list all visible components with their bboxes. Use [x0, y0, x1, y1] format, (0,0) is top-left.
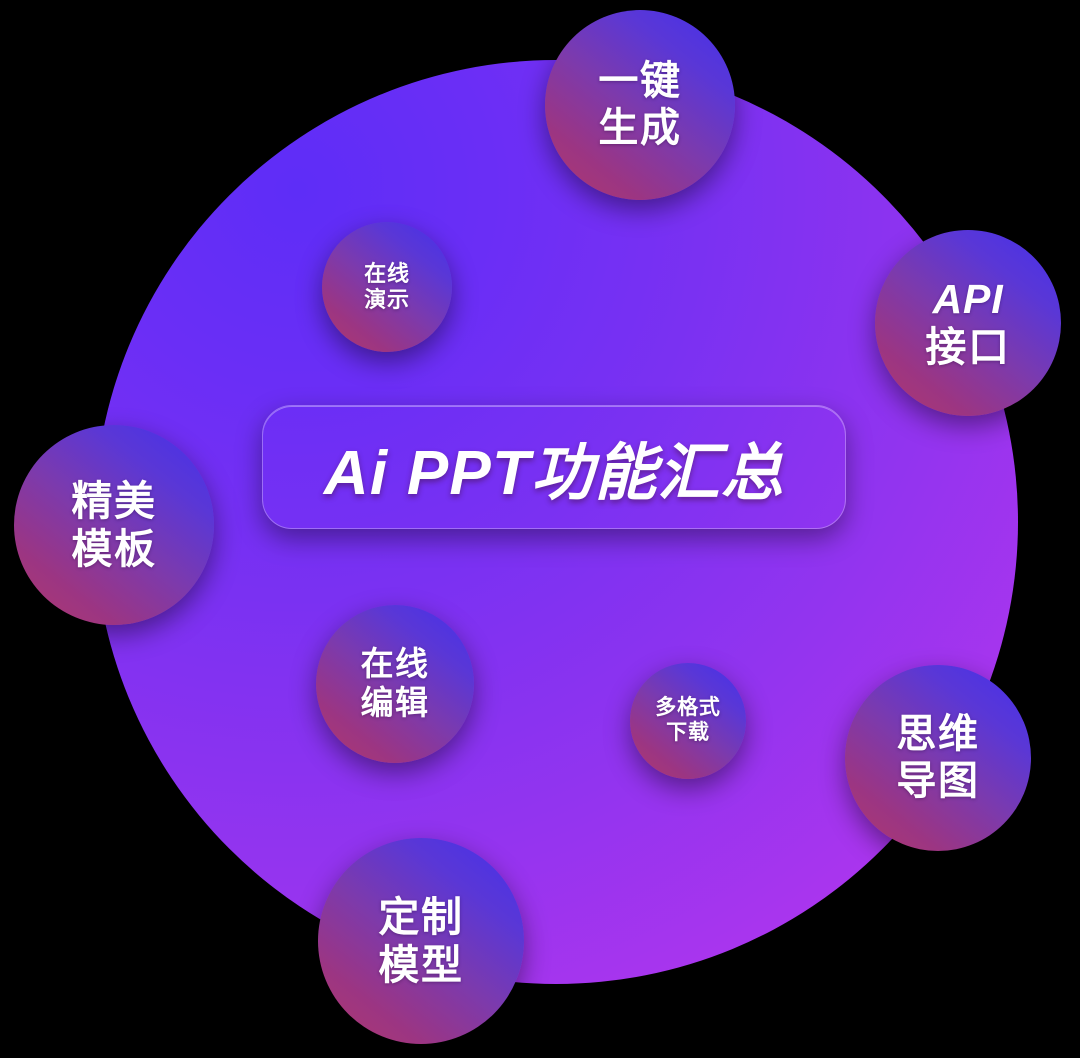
bubble-label-line1: 在线 — [364, 261, 410, 287]
bubble-label-line1: 思维 — [896, 711, 980, 756]
bubble-label-line2: 下载 — [666, 721, 710, 744]
bubble-label-line1: 多格式 — [655, 696, 721, 720]
bubble-online-edit[interactable]: 在线 编辑 — [316, 605, 474, 763]
bubble-multi-format-download[interactable]: 多格式 下载 — [630, 663, 746, 779]
bubble-label-line1: 一键 — [598, 58, 682, 103]
bubble-label-line2: 接口 — [925, 324, 1011, 370]
bubble-label-line1: API — [932, 275, 1004, 322]
bubble-label-line1: 在线 — [360, 645, 430, 683]
main-gradient-circle — [94, 60, 1018, 984]
bubble-label-line2: 模型 — [378, 942, 464, 988]
bubble-one-click-generate[interactable]: 一键 生成 — [545, 10, 735, 200]
bubble-label-line2: 编辑 — [360, 684, 430, 721]
bubble-label-line1: 精美 — [71, 477, 157, 524]
bubble-label-line2: 导图 — [896, 759, 980, 803]
bubble-label-line2: 生成 — [598, 106, 682, 150]
bubble-online-demo[interactable]: 在线 演示 — [322, 222, 452, 352]
bubble-label-line2: 演示 — [364, 287, 410, 312]
bubble-label-line1: 定制 — [378, 893, 464, 940]
bubble-beautiful-template[interactable]: 精美 模板 — [14, 425, 214, 625]
center-title-pill: Ai PPT功能汇总 — [262, 405, 846, 529]
center-title-label: Ai PPT功能汇总 — [323, 439, 785, 508]
bubble-label-line2: 模板 — [71, 526, 157, 572]
bubble-mind-map[interactable]: 思维 导图 — [845, 665, 1031, 851]
bubble-api-interface[interactable]: API 接口 — [875, 230, 1061, 416]
bubble-custom-model[interactable]: 定制 模型 — [318, 838, 524, 1044]
